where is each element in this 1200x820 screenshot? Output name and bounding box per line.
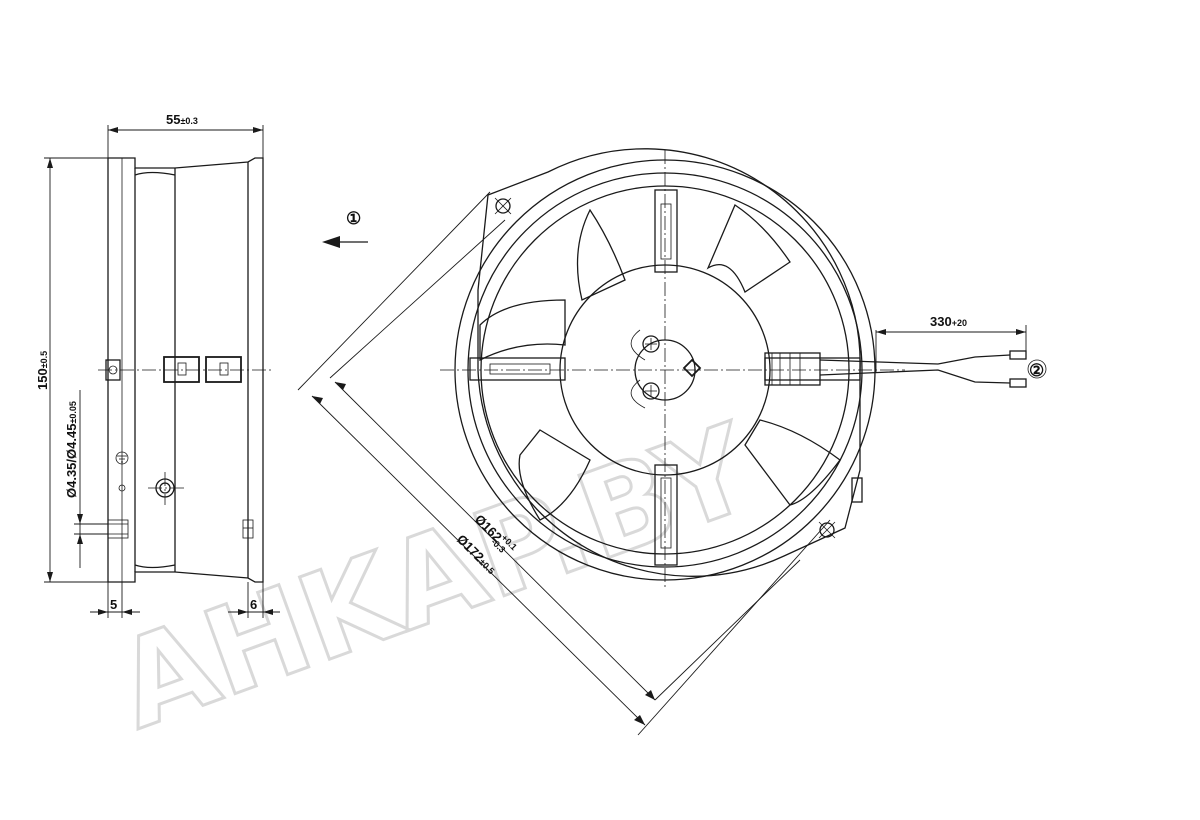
fan-blades (479, 204, 841, 521)
lead-length-label: 330+20 (930, 314, 967, 329)
side-small-hole (118, 484, 126, 492)
lead-end-1 (1009, 350, 1027, 360)
terminal-block-right (205, 356, 242, 383)
mounting-hole-top-left (495, 198, 511, 214)
left-flange-dimension-label: 5 (110, 597, 117, 612)
right-flange-dimension-label: 6 (250, 597, 257, 612)
terminal-slot-left (177, 362, 187, 376)
lead-end-2 (1009, 378, 1027, 388)
hole-dimension-label: Ø4.35/Ø4.45±0.05 (64, 401, 79, 498)
strut-left (469, 357, 566, 381)
lead-callout-number: ② (1029, 361, 1044, 380)
side-view: 55±0.3 150±0.5 Ø4.35/Ø4.45±0.05 5 6 (35, 112, 280, 618)
watermark-text: AHKAP.BY (100, 398, 772, 756)
airflow-callout: ① (322, 209, 368, 248)
blade-3 (479, 299, 566, 362)
airflow-arrow-head (322, 236, 340, 248)
blade-1 (576, 208, 626, 301)
terminal-slot-right (219, 362, 229, 376)
lead-grommet (764, 352, 821, 386)
blade-4 (744, 419, 841, 506)
side-curve-bottom (134, 564, 176, 569)
hub-screw-2 (642, 382, 660, 400)
blade-2 (706, 204, 791, 293)
side-grommet (105, 359, 121, 381)
side-hole-section (107, 519, 129, 539)
lead-wire-1 (819, 354, 1011, 365)
blade-5 (518, 429, 591, 521)
front-housing-outline (477, 148, 861, 577)
terminal-block-left (163, 356, 200, 383)
side-hole-section-right (242, 519, 254, 539)
strut-top (654, 189, 678, 273)
inner-dia-dimension-line (334, 381, 656, 701)
side-curve-top (134, 171, 176, 176)
width-dimension-label: 55±0.3 (166, 112, 198, 127)
lead-callout-circle (1027, 359, 1047, 379)
strut-bottom (654, 464, 678, 566)
watermark: AHKAP.BY (98, 397, 773, 758)
hub-screw-arc-2 (630, 379, 646, 409)
hub-screw-1 (642, 335, 660, 353)
hub-screw-3 (682, 358, 702, 378)
outer-dia-dimension-line (311, 395, 646, 726)
airflow-callout-number: ① (346, 209, 361, 228)
height-dimension-label: 150±0.5 (35, 351, 50, 390)
earth-symbol-icon (115, 451, 129, 465)
side-grommet-hole (108, 365, 118, 375)
hub-screw-arc-1 (630, 329, 646, 361)
front-side-tab (851, 477, 863, 503)
lead-wire-2 (819, 369, 1011, 384)
